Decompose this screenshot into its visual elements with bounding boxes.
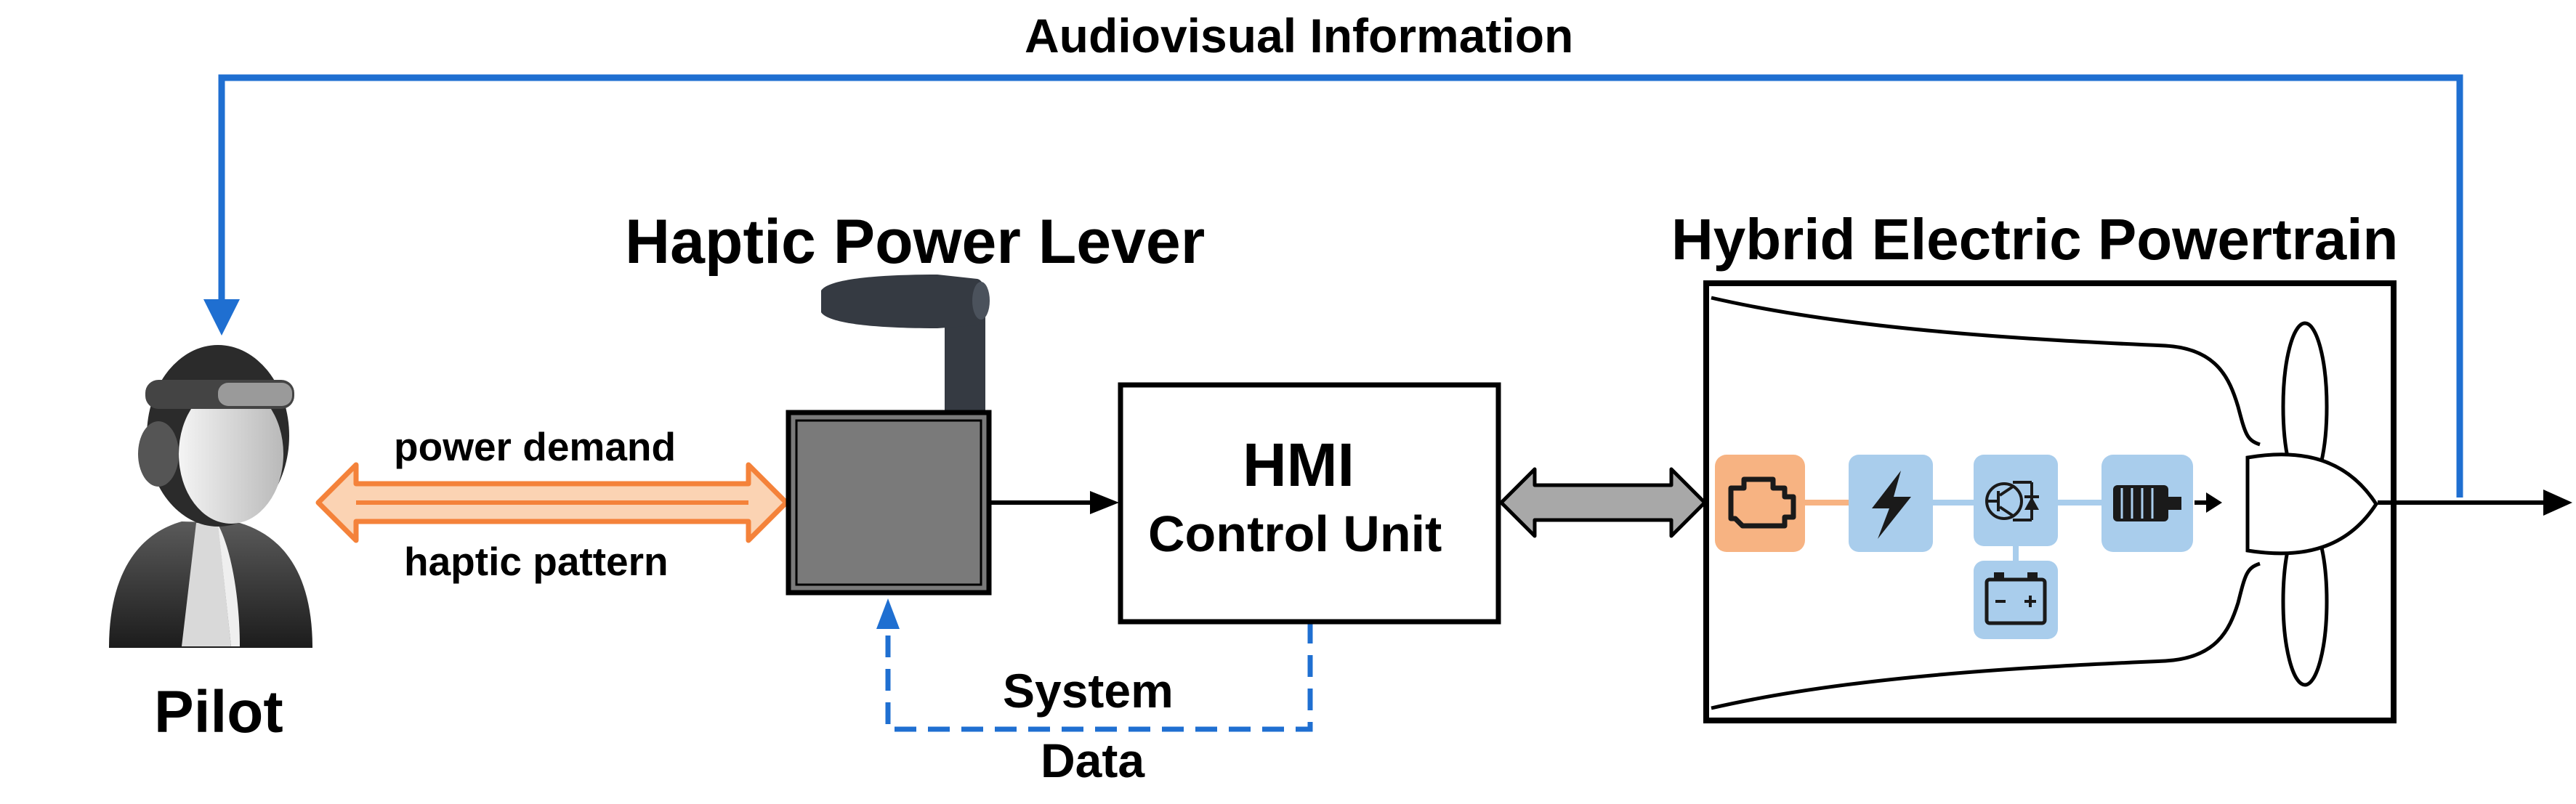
- lever-title: Haptic Power Lever: [625, 207, 1206, 277]
- pilot-label: Pilot: [154, 679, 283, 745]
- feedback-arrowhead: [203, 299, 240, 336]
- motor-icon: [2101, 455, 2193, 552]
- nacelle-outline: [1711, 296, 2261, 710]
- output-arrow: [2378, 490, 2572, 516]
- power-demand-label: power demand: [394, 424, 677, 469]
- system-data-feedback-line: [876, 598, 1313, 732]
- propeller-icon: [2245, 321, 2378, 687]
- hmi-subtitle: Control Unit: [1148, 505, 1442, 562]
- lever-base: [786, 410, 992, 596]
- motor-shaft-arrow: [2195, 492, 2222, 513]
- battery-icon: [1974, 561, 2058, 639]
- powertrain-title: Hybrid Electric Powertrain: [1671, 207, 2399, 272]
- hmi-title: HMI: [1243, 431, 1354, 499]
- engine-icon: [1715, 455, 1805, 552]
- pilot-icon: [109, 345, 312, 648]
- hmi-powertrain-arrow: [1499, 467, 1707, 538]
- system-label: System: [1003, 664, 1174, 718]
- diagram-title: Audiovisual Information: [1025, 9, 1574, 62]
- power-lever-icon: [821, 275, 990, 413]
- audiovisual-feedback-line: [203, 74, 2463, 498]
- lightning-icon: [1849, 455, 1933, 552]
- power-demand-link-arrow: [315, 462, 789, 543]
- inverter-icon: [1974, 455, 2058, 546]
- hmi-control-unit-box: [1118, 382, 1501, 625]
- lever-to-hmi-arrow: [989, 491, 1119, 514]
- haptic-pattern-label: haptic pattern: [404, 539, 669, 584]
- data-label: Data: [1041, 734, 1145, 787]
